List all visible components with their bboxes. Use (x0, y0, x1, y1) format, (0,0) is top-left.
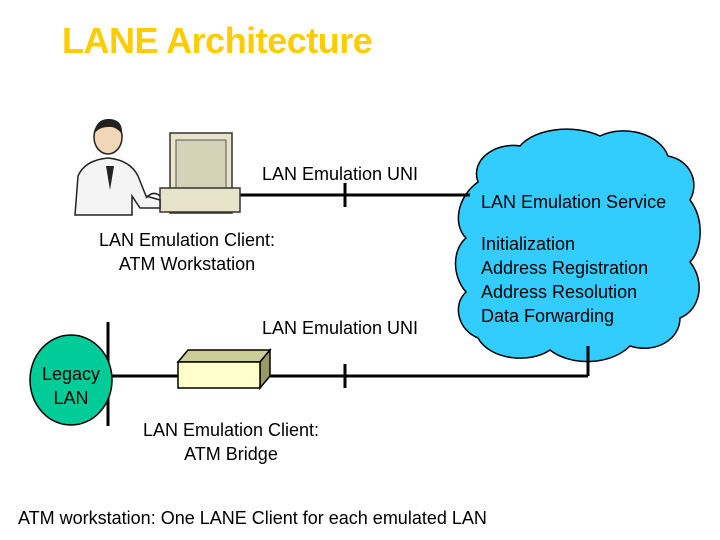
service-function-item: Address Registration (481, 258, 649, 278)
person-at-computer-icon (74, 118, 241, 216)
service-function-item: Data Forwarding (481, 306, 615, 326)
client-workstation-line2: ATM Workstation (118, 254, 256, 274)
client-workstation-label: LAN Emulation Client: ATM Workstation (80, 228, 294, 276)
legacy-lan-line1: Legacy (41, 364, 101, 384)
service-function-item: Address Resolution (481, 282, 638, 302)
service-function-item: Initialization (481, 234, 576, 254)
client-bridge-line1: LAN Emulation Client: (142, 420, 320, 440)
legacy-lan-line2: LAN (53, 388, 89, 408)
legacy-lan-ellipse (29, 334, 113, 426)
uni-top-label: LAN Emulation UNI (262, 164, 419, 184)
service-label: LAN Emulation Service (481, 192, 667, 212)
uni-mid-label: LAN Emulation UNI (262, 318, 419, 338)
client-workstation-line1: LAN Emulation Client: (98, 230, 276, 250)
bridge-box-icon (176, 347, 272, 391)
service-cloud (454, 128, 701, 363)
page-title: LANE Architecture (62, 20, 373, 61)
footer-note: ATM workstation: One LANE Client for eac… (18, 508, 487, 528)
client-bridge-label: LAN Emulation Client: ATM Bridge (124, 418, 338, 466)
service-function-list: Initialization Address Registration Addr… (481, 232, 648, 328)
client-bridge-line2: ATM Bridge (184, 444, 278, 464)
legacy-lan-label: Legacy LAN (34, 362, 108, 410)
